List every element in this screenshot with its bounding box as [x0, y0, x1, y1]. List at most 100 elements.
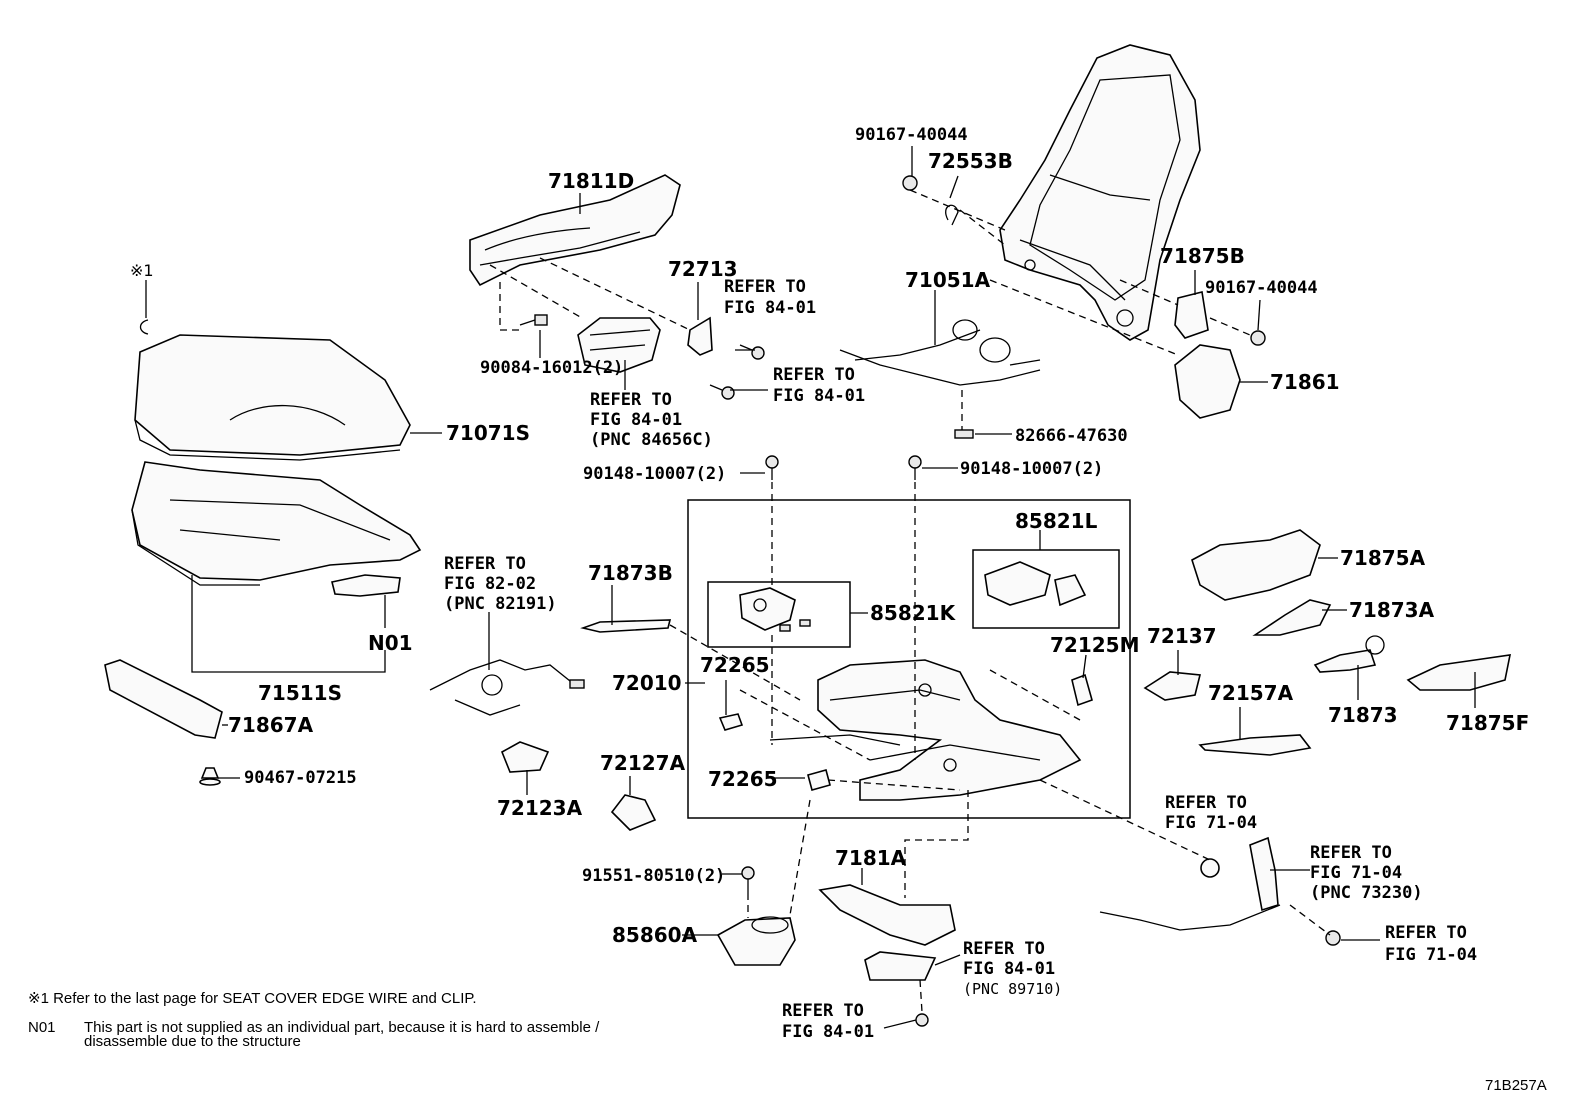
- label-90084-16012: 90084-16012(2): [480, 358, 623, 378]
- label-refer-84-01-b-line2: FIG 84-01: [773, 386, 865, 406]
- bolt-lower-drawing: [915, 1013, 929, 1027]
- seatback-wire-harness-drawing: [839, 319, 1041, 386]
- label-72123A: 72123A: [497, 796, 583, 820]
- motor-85860a-drawing: [716, 916, 796, 966]
- label-refer-73230-line2: FIG 71-04: [1310, 863, 1402, 883]
- label-refer-84656C-line3: (PNC 84656C): [590, 430, 713, 450]
- part-labels: 71811D 72713 REFER TO FIG 84-01 90167-40…: [130, 125, 1529, 1042]
- label-72127A: 72127A: [600, 751, 686, 775]
- rod-71873b-drawing: [580, 619, 672, 633]
- label-refer-84-01-c-line2: FIG 84-01: [782, 1022, 874, 1042]
- label-90167-40044-b: 90167-40044: [1205, 278, 1318, 298]
- knob-71873-drawing: [1313, 635, 1385, 673]
- ecu-drawing: [864, 951, 937, 981]
- cover-72157a-drawing: [1198, 734, 1312, 756]
- motor-85821k-drawing: [739, 587, 811, 632]
- label-71511S: 71511S: [258, 681, 342, 705]
- label-71873: 71873: [1328, 703, 1398, 727]
- bracket-72123a-drawing: [500, 741, 550, 773]
- dashed-assembly-lines: [489, 189, 1331, 1013]
- parts-illustrations: [104, 44, 1512, 1027]
- motor-85821l-box: [972, 549, 1120, 629]
- label-refer-71-04-b-line2: FIG 71-04: [1385, 945, 1477, 965]
- label-90167-40044-a: 90167-40044: [855, 125, 968, 145]
- seatback-frame-drawing: [999, 44, 1201, 341]
- clip-72553b-drawing: [945, 204, 959, 226]
- label-refer-82-02-line3: (PNC 82191): [444, 594, 557, 614]
- note-edge-wire: ※1 Refer to the last page for SEAT COVER…: [28, 990, 477, 1007]
- label-refer-89710-line3: (PNC 89710): [963, 980, 1062, 998]
- label-91551-80510: 91551-80510(2): [582, 866, 725, 886]
- label-72265-b: 72265: [708, 767, 778, 791]
- label-71867A: 71867A: [228, 713, 314, 737]
- label-refer-84656C-line2: FIG 84-01: [590, 410, 682, 430]
- nut-drawing: [1325, 930, 1341, 946]
- cover-71875f-drawing: [1406, 654, 1512, 691]
- cushion-shield-drawing: [104, 659, 223, 739]
- label-71873B: 71873B: [588, 561, 673, 585]
- label-refer-82-02-line1: REFER TO: [444, 554, 526, 574]
- bracket-72713-drawing: [687, 316, 713, 356]
- label-71811D: 71811D: [548, 169, 634, 193]
- note-n01-code: N01: [28, 1019, 56, 1036]
- figure-id: 71B257A: [1485, 1077, 1547, 1094]
- pad-71861-drawing: [1174, 344, 1241, 419]
- label-71875F: 71875F: [1446, 711, 1529, 735]
- label-90148-10007-b: 90148-10007(2): [960, 459, 1103, 479]
- edge-clip-drawing: [139, 319, 149, 335]
- label-85821L: 85821L: [1015, 509, 1098, 533]
- label-72265-a: 72265: [700, 653, 770, 677]
- label-90148-10007-a: 90148-10007(2): [583, 464, 726, 484]
- n01-part-drawing: [331, 574, 401, 597]
- label-refer-84-01-a-line2: FIG 84-01: [724, 298, 816, 318]
- label-N01: N01: [368, 631, 413, 655]
- label-71051A: 71051A: [905, 268, 991, 292]
- label-72137: 72137: [1147, 624, 1217, 648]
- label-refer-73230-line1: REFER TO: [1310, 843, 1392, 863]
- label-refer-71-04-b-line1: REFER TO: [1385, 923, 1467, 943]
- note-n01-text-line1: This part is not supplied as an individu…: [84, 1019, 600, 1036]
- label-72125M: 72125M: [1050, 633, 1139, 657]
- label-refer-82-02-line2: FIG 82-02: [444, 574, 536, 594]
- group-boxes: [687, 499, 1131, 819]
- bracket-72137-drawing: [1143, 671, 1202, 701]
- seat-adjuster-drawing: [769, 659, 1082, 801]
- label-refer-84-01-a-line1: REFER TO: [724, 277, 806, 297]
- cushion-wire-harness-drawing: [429, 659, 585, 716]
- label-refer-71-04-a-line1: REFER TO: [1165, 793, 1247, 813]
- buckle-wire-drawing: [1099, 904, 1281, 931]
- motor-85821l-drawing: [984, 561, 1087, 607]
- bracket-72265-b-drawing: [807, 769, 831, 791]
- bracket-7181a-drawing: [818, 884, 956, 946]
- footnotes: ※1 Refer to the last page for SEAT COVER…: [28, 990, 600, 1050]
- note-n01-text-line2: disassemble due to the structure: [84, 1033, 301, 1050]
- seat-cushion-cover-drawing: [131, 461, 422, 586]
- label-90467-07215: 90467-07215: [244, 768, 357, 788]
- label-refer-89710-line2: FIG 84-01: [963, 959, 1055, 979]
- screw-drawings: [709, 175, 1266, 480]
- seatbelt-buckle-drawing: [1249, 836, 1279, 912]
- power-seat-switch-drawing: [577, 317, 661, 373]
- bolt-90084-drawing: [519, 314, 548, 326]
- seat-cushion-pad-drawing: [134, 334, 411, 461]
- cover-71873a-drawing: [1252, 599, 1332, 636]
- label-71873A: 71873A: [1349, 598, 1435, 622]
- label-72010: 72010: [612, 671, 682, 695]
- label-refer-84-01-b-line1: REFER TO: [773, 365, 855, 385]
- seat-adjuster-group-box: [687, 499, 1131, 819]
- cover-71875a-drawing: [1191, 529, 1321, 601]
- label-71861: 71861: [1270, 370, 1340, 394]
- label-refer-84-01-c-line1: REFER TO: [782, 1001, 864, 1021]
- label-71875B: 71875B: [1160, 244, 1245, 268]
- bracket-72265-a-drawing: [718, 713, 744, 731]
- label-72713: 72713: [668, 257, 738, 281]
- motor-85821k-box: [707, 581, 851, 648]
- label-symbol-ref: ※1: [130, 261, 154, 280]
- leader-lines: [145, 146, 1476, 1029]
- label-71071S: 71071S: [446, 421, 530, 445]
- push-clip-drawing: [199, 767, 221, 786]
- label-refer-84656C-line1: REFER TO: [590, 390, 672, 410]
- label-82666-47630: 82666-47630: [1015, 426, 1128, 446]
- label-refer-73230-line3: (PNC 73230): [1310, 883, 1423, 903]
